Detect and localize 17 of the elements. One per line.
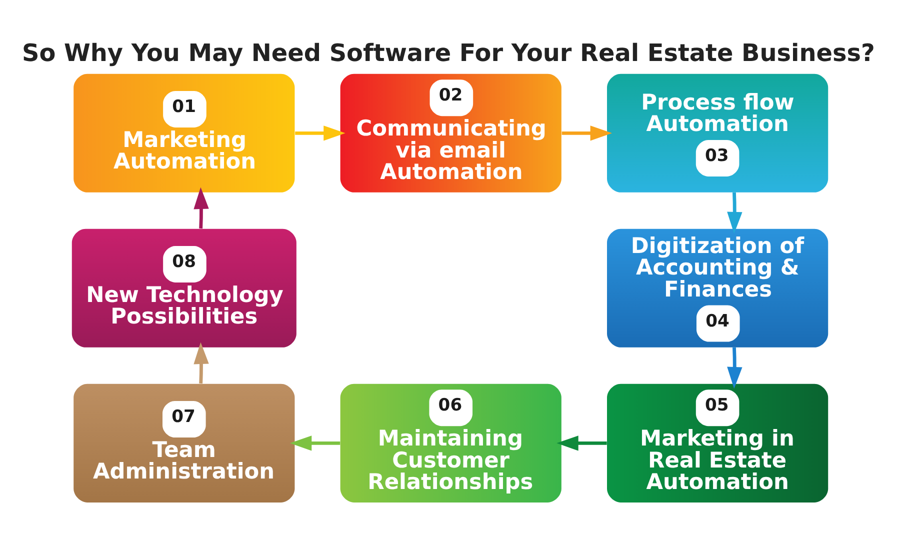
arrow xyxy=(727,192,742,234)
arrow xyxy=(194,186,209,228)
node-box: 02 Communicating via email Automation xyxy=(340,73,562,192)
arrow xyxy=(556,435,607,450)
arrow xyxy=(290,435,340,450)
node-box: 05 Marketing in Real Estate Automation xyxy=(607,383,828,502)
arrow xyxy=(295,125,346,140)
arrow xyxy=(727,346,742,388)
node-box: Process flow Automation 03 xyxy=(607,73,828,192)
node-box: 07 Team Administration xyxy=(74,383,295,502)
node-box: 01 Marketing Automation xyxy=(74,73,295,192)
node-box: Digitization of Accounting & Finances 04 xyxy=(607,228,828,347)
arrow xyxy=(194,342,209,384)
diagram-title: So Why You May Need Software For Your Real Estate Business? xyxy=(22,38,875,67)
arrow xyxy=(562,125,612,140)
node-box: 08 New Technology Possibilities xyxy=(72,228,296,347)
node-box: 06 Maintaining Customer Relationships xyxy=(340,383,562,502)
